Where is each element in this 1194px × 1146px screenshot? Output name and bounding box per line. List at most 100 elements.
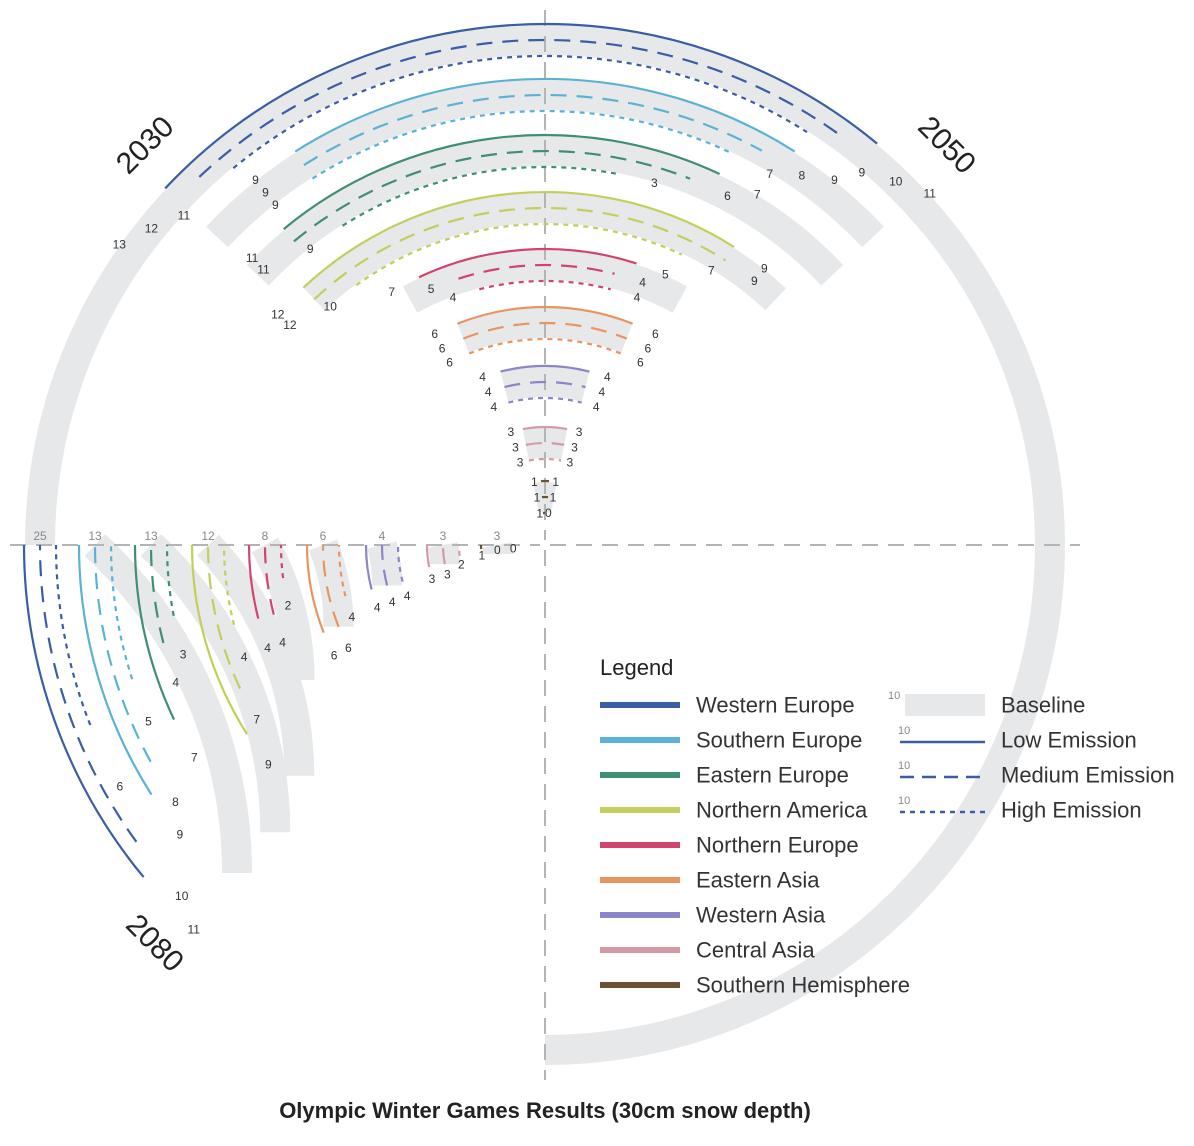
arc-2080-medium-southern-europe	[93, 544, 152, 763]
value-label-2030-low-northern-europe: 7	[388, 285, 395, 299]
arc-2080-high-central-asia	[457, 544, 461, 556]
baseline-value-label-central-asia: 3	[440, 529, 447, 543]
legend-item-central-asia: Central Asia	[600, 938, 815, 963]
value-label-2080-medium-northern-europe: 4	[279, 636, 286, 650]
legend-label-high-emission: High Emission	[1001, 798, 1142, 823]
value-label-2030-low-southern-hemisphere: 1	[531, 475, 538, 489]
baseline-arc-2080-southern-europe	[84, 534, 252, 874]
value-label-2050-medium-southern-europe: 8	[798, 169, 805, 183]
baseline-value-label-western-europe: 25	[33, 529, 47, 543]
period-label-2030: 2030	[110, 110, 181, 181]
arc-2030-2050-low-western-asia	[500, 364, 590, 373]
arc-2080-low-southern-europe	[77, 544, 153, 796]
legend-item-eastern-europe: Eastern Europe	[600, 763, 849, 788]
arc-2030-2050-low-central-asia	[522, 425, 568, 431]
arc-2080-high-northern-america	[222, 544, 236, 626]
value-label-2030-low-western-asia: 4	[479, 370, 486, 384]
value-label-2050-medium-central-asia: 3	[571, 440, 578, 454]
arc-2030-2050-low-northern-europe	[418, 247, 637, 279]
legend-label-western-europe: Western Europe	[696, 693, 855, 718]
value-label-2030-medium-western-europe: 12	[145, 222, 159, 236]
value-label-2050-low-northern-europe: 5	[662, 268, 669, 282]
value-label-2030-high-central-asia: 3	[517, 456, 524, 470]
arc-2080-medium-eastern-europe	[149, 544, 165, 644]
value-label-2050-high-eastern-asia: 6	[637, 355, 644, 369]
arc-2080-low-eastern-asia	[305, 544, 325, 634]
baseline-arc-2080-northern-america	[197, 534, 315, 776]
value-label-2030-medium-southern-europe: 9	[262, 185, 269, 199]
value-label-2080-high-central-asia: 2	[458, 558, 465, 572]
value-label-2050-low-eastern-asia: 6	[652, 327, 659, 341]
value-label-2080-high-eastern-europe: 3	[180, 647, 187, 661]
value-label-2030-low-central-asia: 3	[508, 425, 515, 439]
baseline-value-label-eastern-europe: 13	[144, 529, 158, 543]
baseline-arc-2080-northern-europe	[251, 537, 315, 681]
arc-2080-low-northern-europe	[247, 544, 260, 619]
value-label-2030-medium-central-asia: 3	[512, 440, 519, 454]
arc-2080-low-central-asia	[425, 544, 431, 568]
baseline-arc-2080-eastern-asia	[308, 539, 354, 628]
value-label-2030-high-western-europe: 11	[178, 208, 191, 222]
value-label-2030-medium-eastern-asia: 6	[439, 341, 446, 355]
value-label-2080-medium-northern-america: 7	[253, 713, 260, 727]
value-label-2080-low-central-asia: 3	[429, 572, 436, 586]
value-label-2050-high-northern-america: 7	[708, 263, 715, 277]
legend-label-eastern-europe: Eastern Europe	[696, 763, 849, 788]
legend-label-western-asia: Western Asia	[696, 903, 826, 928]
baseline-arc-2080-southern-hemisphere	[482, 542, 513, 555]
arc-2080-high-western-asia	[396, 544, 404, 582]
value-label-2030-low-southern-europe: 9	[252, 173, 259, 187]
arc-2030-2050-medium-central-asia	[525, 441, 565, 446]
baseline-arc-western-europe	[25, 25, 1065, 1065]
arc-2080-high-western-europe	[54, 544, 92, 726]
legend-sample-value: 10	[898, 760, 910, 772]
value-label-2050-medium-western-europe: 10	[889, 175, 903, 189]
value-label-2030-low-eastern-europe: 11	[246, 251, 259, 265]
arc-2080-medium-northern-europe	[263, 544, 275, 615]
value-label-2050-low-central-asia: 3	[576, 425, 583, 439]
value-label-2080-medium-central-asia: 3	[444, 568, 451, 582]
value-label-2050-medium-western-asia: 4	[598, 385, 605, 399]
legend-label-southern-europe: Southern Europe	[696, 728, 862, 753]
value-label-2080-high-northern-america: 4	[241, 650, 248, 664]
value-label-2080-high-southern-hemisphere: 0	[510, 541, 517, 555]
legend-label-eastern-asia: Eastern Asia	[696, 868, 820, 893]
value-label-2030-low-eastern-asia: 6	[431, 327, 438, 341]
arc-2030-2050-medium-southern-europe	[303, 93, 763, 167]
value-label-2050-low-western-europe: 11	[923, 187, 936, 201]
arc-2030-2050-low-eastern-asia	[456, 305, 634, 325]
arc-2030-2050-high-northern-europe	[479, 279, 611, 291]
arc-2030-2050-low-eastern-europe	[282, 133, 721, 230]
value-label-2080-medium-southern-hemisphere: 0	[494, 543, 501, 557]
value-label-2080-low-western-asia: 4	[374, 600, 381, 614]
value-label-2050-medium-northern-europe: 4	[639, 276, 646, 290]
arc-2080-medium-western-asia	[380, 544, 389, 586]
chart-title: Olympic Winter Games Results (30cm snow …	[279, 1098, 811, 1123]
value-label-2050-medium-eastern-asia: 6	[645, 341, 652, 355]
value-label-2080-high-southern-europe: 5	[145, 715, 152, 729]
arc-2080-high-northern-europe	[279, 544, 285, 579]
value-label-2030-medium-western-asia: 4	[485, 385, 492, 399]
value-label-2030-high-eastern-europe: 9	[307, 242, 314, 256]
arc-2080-low-eastern-europe	[133, 544, 175, 721]
value-label-2030-medium-eastern-europe: 11	[257, 262, 270, 276]
arc-2030-2050-high-western-europe	[232, 54, 808, 170]
period-label-2080: 2080	[119, 908, 190, 979]
value-label-2080-low-northern-europe: 4	[264, 641, 271, 655]
baseline-value-label-southern-europe: 13	[88, 529, 102, 543]
value-label-2080-low-eastern-europe: 7	[191, 750, 198, 764]
baseline-value-label-southern-hemisphere: 3	[494, 529, 501, 543]
value-label-2050-low-northern-america: 9	[761, 261, 768, 275]
legend-item-southern-europe: Southern Europe	[600, 728, 862, 753]
value-label-2030-low-northern-america: 12	[271, 307, 285, 321]
value-label-2080-low-western-europe: 11	[187, 923, 200, 937]
legend-sample-value: 10	[888, 690, 900, 702]
value-label-2050-medium-southern-hemisphere: 1	[550, 491, 557, 505]
value-label-2050-low-western-asia: 4	[604, 370, 611, 384]
legend-label-northern-america: Northern America	[696, 798, 868, 823]
arc-2030-2050-high-northern-america	[355, 222, 683, 287]
arc-2030-2050-medium-northern-europe	[458, 263, 615, 280]
value-label-2030-high-southern-europe: 9	[272, 198, 279, 212]
